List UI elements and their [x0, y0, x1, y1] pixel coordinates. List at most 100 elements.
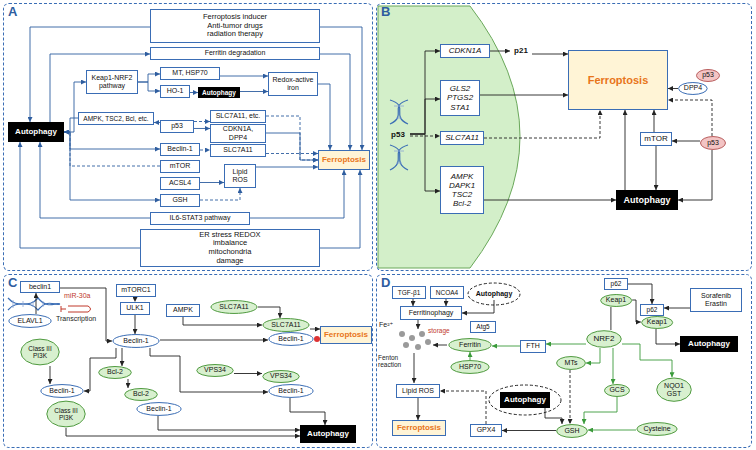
text-node: p53: [386, 128, 410, 141]
process-box: Atg5: [470, 321, 496, 333]
connector: [318, 84, 330, 150]
p53-oval: p53: [696, 69, 720, 82]
protein-oval: Beclin-1: [40, 384, 84, 398]
oval-shape: [605, 385, 630, 397]
connector: [492, 346, 520, 347]
node-text: AMPK: [173, 306, 193, 314]
connector: [546, 344, 586, 345]
node-text: Ferritin: [459, 341, 481, 349]
connector: [150, 348, 268, 392]
node-text: ULK1: [126, 304, 144, 312]
connector: [668, 100, 712, 136]
node-text: Lipid ROS: [402, 387, 434, 395]
connector: [584, 397, 617, 424]
oval-shape: [47, 401, 85, 427]
process-box: IL6-STAT3 pathway: [150, 212, 250, 225]
node-text: Ferroptosis: [588, 74, 649, 87]
connector: [138, 82, 160, 91]
note-label: storage: [428, 327, 450, 334]
process-box: SLC7A11, etc.: [210, 110, 266, 123]
node-text: Beclin-1: [278, 335, 303, 343]
process-box: Sorafenib Erastin: [690, 288, 742, 312]
connector: [413, 299, 414, 306]
oval-shape: [451, 361, 489, 374]
node-text: Ferroptosis: [397, 423, 441, 432]
node-text: Ferritinophagy: [409, 309, 454, 317]
protein-oval: Bcl-2: [98, 366, 132, 379]
connector: [613, 348, 614, 384]
oval-shape: [99, 367, 132, 379]
protein-oval: DPP4: [678, 82, 708, 95]
iron-dots: [399, 331, 431, 350]
ferroptosis-box: Ferroptosis: [568, 50, 668, 110]
node-text: mTOR: [170, 162, 190, 170]
process-box: HO-1: [160, 85, 190, 98]
connector: [320, 27, 362, 150]
connector: [622, 344, 672, 377]
node-text: Beclin-1: [123, 337, 148, 345]
node-text: Keap1-NRF2 pathway: [90, 74, 134, 90]
autophagy-box: Autophagy: [8, 122, 64, 142]
node-text: Autophagy: [688, 339, 730, 348]
connector: [200, 188, 240, 200]
connector: [480, 95, 568, 96]
process-box: GSH: [160, 194, 200, 207]
oval-shape: [269, 333, 313, 346]
node-text: GLS2 PTGS2 STA1: [444, 84, 476, 112]
node-text: AMPK DAPK1 TSC2 Bcl-2: [444, 172, 480, 209]
autophagy-box: Autophagy: [616, 190, 678, 210]
protein-oval: SLC7A11: [262, 318, 310, 332]
node-text: Class III PI3K: [22, 345, 58, 360]
protein-oval: Beclin-1: [268, 384, 314, 398]
process-box: AMPK: [166, 304, 200, 317]
node-text: GSH: [564, 427, 579, 435]
connector: [410, 51, 440, 134]
protein-oval: VPS34: [196, 364, 234, 377]
connector: [256, 167, 318, 168]
connector: [470, 352, 471, 360]
node-text: IL6-STAT3 pathway: [170, 214, 231, 222]
oval-shape: [641, 317, 672, 329]
connector: [40, 142, 150, 218]
protein-oval: ELAVL1: [8, 314, 52, 328]
connector: [664, 308, 690, 309]
protein-oval: Bcl-2: [124, 388, 158, 401]
connector: [30, 27, 150, 122]
oval-shape: [41, 385, 83, 398]
process-box: mTOR: [640, 132, 672, 146]
node-text: B: [381, 5, 390, 20]
connector: [545, 408, 562, 424]
dna-helix: [8, 100, 408, 310]
connector: [60, 288, 112, 341]
node-text: GSH: [172, 196, 187, 204]
process-box: AMPK, TSC2, Bcl, etc.: [78, 112, 154, 125]
connector: [258, 307, 280, 318]
note-label: Transcription: [56, 315, 96, 323]
node-text: Cysteine: [643, 425, 670, 433]
node-text: Beclin-1: [278, 387, 303, 395]
connector: [462, 300, 494, 313]
protein-oval: Beclin-1: [112, 334, 160, 348]
note-label: miR-30a: [64, 292, 90, 300]
process-box: NCOA4: [430, 286, 464, 299]
node-text: Keap1: [647, 318, 667, 326]
connector: [490, 51, 510, 52]
process-box: TGF-β1: [392, 286, 426, 299]
node-text: Atg5: [476, 323, 489, 330]
oval-shape: [557, 357, 586, 370]
protein-oval: NRF2: [586, 330, 622, 348]
node-text: mTOR: [644, 134, 667, 143]
connector: [410, 134, 440, 191]
connector: [158, 416, 300, 430]
process-box: Ferritin degradation: [150, 47, 320, 60]
protein-oval: Beclin-1: [136, 402, 182, 416]
ferroptosis-box: Ferroptosis: [320, 326, 372, 344]
connector: [290, 398, 325, 425]
node-text: SLC7A11, etc.: [216, 112, 261, 120]
oval-shape: [21, 339, 59, 365]
node-text: D: [381, 276, 390, 291]
connector: [586, 348, 600, 363]
autophagy-box: Autophagy: [300, 425, 356, 443]
node-text: CDKN1A: [449, 46, 481, 55]
node-text: SLC7A11: [219, 303, 248, 311]
